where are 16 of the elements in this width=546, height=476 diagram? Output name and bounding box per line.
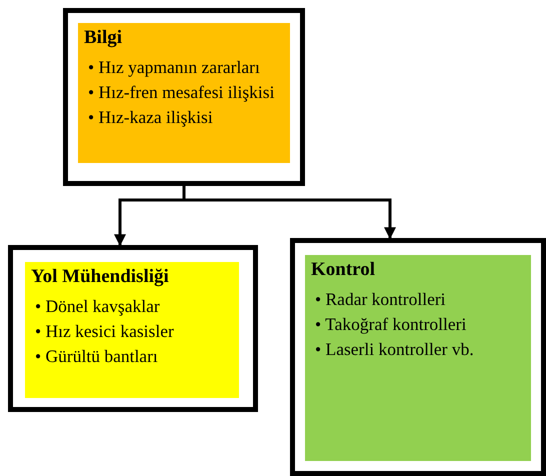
outlined-box [63, 8, 305, 186]
bullet-item: • Radar kontrolleri [314, 288, 447, 311]
bullet-item: • Hız-kaza ilişkisi [87, 106, 214, 129]
bullet-item: • Laserli kontroller vb. [314, 338, 475, 361]
heading: Kontrol [311, 259, 376, 281]
bullet-item: • Hız yapmanın zararları [87, 56, 261, 79]
outlined-box [8, 245, 258, 412]
outlined-box [290, 238, 546, 476]
bullet-item: • Dönel kavşaklar [34, 295, 161, 318]
heading: Yol Mühendisliği [31, 266, 170, 288]
arrow [182, 186, 396, 240]
heading: Bilgi [84, 27, 124, 49]
bullet-item: • Hız-fren mesafesi ilişkisi [87, 81, 276, 104]
bullet-item: • Hız kesici kasisler [34, 320, 175, 343]
bullet-item: • Takoğraf kontrolleri [314, 313, 468, 336]
bullet-item: • Gürültü bantları [34, 345, 159, 368]
